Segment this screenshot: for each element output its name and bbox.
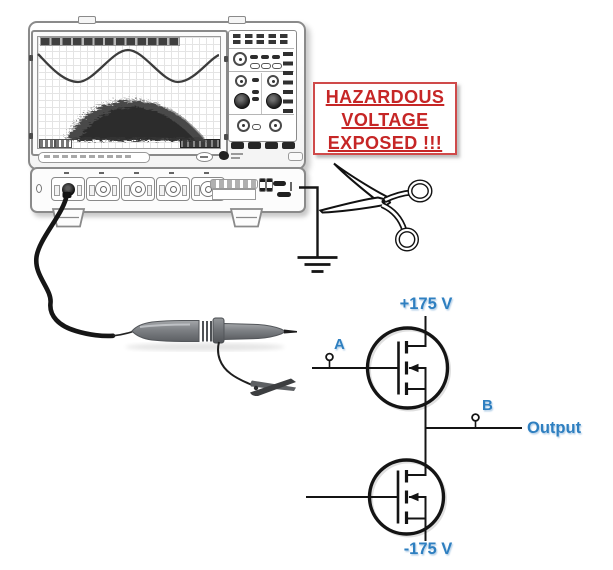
usb-port (277, 192, 291, 197)
mosfet-bottom (306, 458, 446, 541)
label-node-b: B (482, 397, 493, 414)
intensity-knob (269, 119, 282, 132)
trigger-knob (233, 52, 247, 66)
panel-divider (229, 48, 294, 49)
logo-text-line (231, 157, 240, 159)
brand-mark (196, 152, 213, 162)
alligator-clip-icon (217, 341, 296, 397)
channel-label-mark (64, 172, 69, 174)
cursor-knob (237, 119, 250, 132)
panel-button (250, 63, 260, 69)
scope-latch (288, 152, 303, 161)
bnc-channel-4 (156, 177, 190, 201)
bezel-screw (29, 55, 33, 61)
bezel-screw (224, 134, 228, 140)
label-output: Output (527, 419, 582, 437)
panel-button (252, 124, 261, 130)
warning-line: EXPOSED !!! (327, 133, 443, 153)
panel-soft-button (231, 142, 244, 149)
panel-button (252, 78, 259, 82)
probe-tip (284, 329, 297, 334)
label-negative-rail: -175 V (403, 540, 453, 558)
button-cluster-row (233, 34, 290, 38)
bnc-channel-2 (86, 177, 120, 201)
panel-button (252, 97, 259, 101)
soft-key-column (283, 52, 293, 114)
probe-cable (34, 191, 134, 339)
scope-screen-menubar (40, 37, 180, 46)
panel-button (272, 55, 280, 59)
hazardous-voltage-warning: HAZARDOUS VOLTAGE EXPOSED !!! (313, 82, 457, 155)
warning-line: VOLTAGE (341, 110, 429, 130)
button-cluster-row (233, 40, 290, 44)
panel-soft-button (282, 142, 295, 149)
panel-button (261, 63, 271, 69)
bnc-channel-1 (51, 177, 85, 201)
channel-label-mark (99, 172, 104, 174)
panel-divider (229, 71, 294, 72)
scope-screen (37, 36, 221, 149)
panel-button (250, 55, 258, 59)
bezel-screw (224, 56, 228, 62)
node-b-terminal (471, 413, 480, 428)
mosfet-shadow (370, 460, 447, 538)
voltage-probe (125, 317, 297, 351)
scope-timebase-bar (180, 139, 220, 148)
channel-label-mark (204, 172, 209, 174)
bezel-screw (29, 133, 33, 139)
scissors-icon (318, 162, 433, 252)
vertical-knob (235, 75, 247, 87)
panel-button (252, 90, 259, 94)
channel-label-mark (134, 172, 139, 174)
channel-label-mark (169, 172, 174, 174)
label-positive-rail: +175 V (399, 295, 453, 313)
logo-text-line (231, 153, 243, 155)
usb-port (273, 181, 286, 186)
panel-button (261, 55, 269, 59)
horizontal-knob (267, 75, 279, 87)
panel-divider (229, 114, 294, 115)
scope-status-box (39, 139, 55, 148)
aux-connector (259, 178, 266, 192)
aux-connector (266, 178, 273, 192)
panel-soft-button (265, 142, 278, 149)
volts-div-knob (234, 93, 250, 109)
warning-line: HAZARDOUS (325, 87, 445, 107)
panel-button (272, 63, 282, 69)
time-div-knob (266, 93, 282, 109)
panel-divider (261, 73, 262, 114)
front-panel-plate (210, 179, 258, 189)
panel-soft-button (248, 142, 261, 149)
mosfet-top (312, 316, 450, 476)
panel-tick (290, 182, 292, 191)
power-button (36, 184, 42, 193)
model-label-text (44, 155, 134, 158)
bnc-channel-3 (121, 177, 155, 201)
teledyne-lecroy-logo (219, 151, 229, 160)
node-a-terminal (325, 352, 334, 368)
scope-top-nub (78, 16, 96, 24)
scope-status-box (55, 139, 72, 148)
mosfet-shadow (368, 328, 451, 412)
scope-top-nub (228, 16, 246, 24)
probe-plug (61, 182, 75, 196)
label-node-a: A (334, 336, 345, 353)
front-panel-label-box (212, 189, 256, 200)
